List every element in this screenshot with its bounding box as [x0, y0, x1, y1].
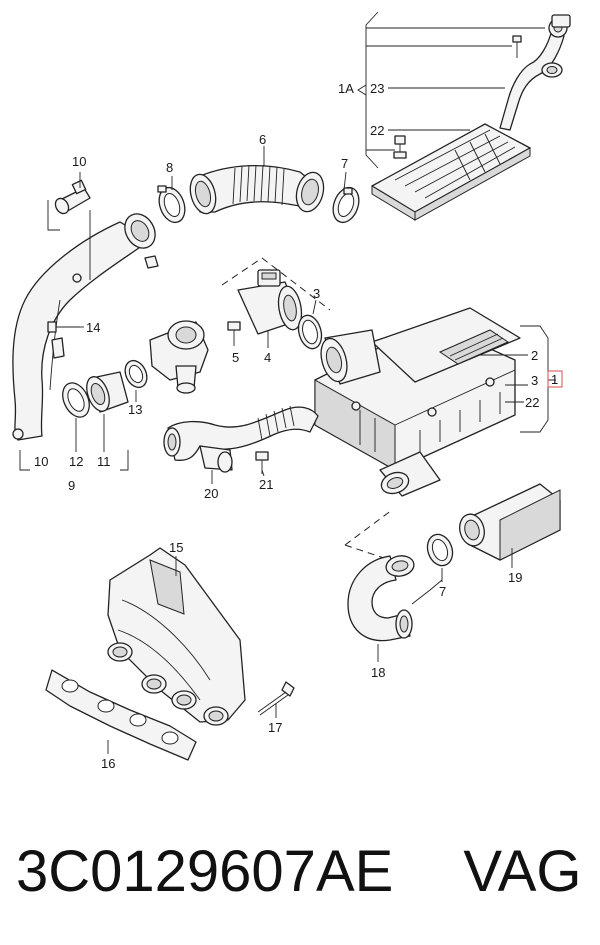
- sleeve-11: [86, 371, 129, 413]
- callout-22-top: 22: [370, 123, 384, 138]
- callout-6: 6: [259, 132, 266, 147]
- callout-4: 4: [264, 350, 271, 365]
- callout-5: 5: [232, 350, 239, 365]
- group-1a: [357, 11, 571, 221]
- sensor-10: [54, 179, 91, 215]
- exhaust-manifold-15: [107, 547, 246, 726]
- clamp-7-top: [332, 186, 360, 224]
- clamp-13: [124, 359, 148, 389]
- callout-16: 16: [101, 756, 115, 771]
- callout-3-top: 3: [313, 286, 320, 301]
- parts-diagram: 1A 23 22 6 10 8 7 3 14 5 4 2 3 1 22 13 1…: [12, 11, 571, 771]
- screw-21: [255, 451, 269, 474]
- bolt-tray: [393, 135, 407, 159]
- callout-17: 17: [268, 720, 282, 735]
- tray-22: [371, 123, 531, 221]
- callout-14: 14: [86, 320, 100, 335]
- callout-1: 1: [551, 372, 558, 387]
- callout-7-bottom: 7: [439, 584, 446, 599]
- callout-10-bottom: 10: [34, 454, 48, 469]
- callout-23: 23: [370, 81, 384, 96]
- air-filter-box-1: [314, 307, 521, 497]
- clamp-12: [62, 382, 90, 418]
- bolt-17: [257, 681, 295, 716]
- callout-11: 11: [97, 454, 111, 469]
- turbo-housing: [149, 320, 209, 394]
- screw-5: [227, 321, 241, 346]
- part-number: 3C0129607AE: [16, 838, 394, 904]
- callout-7-top: 7: [341, 156, 348, 171]
- callout-21: 21: [259, 477, 273, 492]
- callout-10-top: 10: [72, 154, 86, 169]
- clamp-7-bottom: [426, 533, 454, 567]
- callout-18: 18: [371, 665, 385, 680]
- callout-12: 12: [69, 454, 83, 469]
- intake-pipe-20: [163, 405, 319, 473]
- callout-1a: 1A: [338, 81, 354, 96]
- seal-ring-3: [297, 314, 323, 350]
- clamp-8: [157, 185, 186, 224]
- mass-air-flow-4: [237, 269, 303, 335]
- bellows-hose-6: [189, 164, 325, 215]
- callout-22-right: 22: [525, 395, 539, 410]
- callout-9: 9: [68, 478, 75, 493]
- hose-23: [499, 14, 571, 131]
- air-duct-19: [459, 483, 561, 561]
- caption-bar: 3C0129607AE VAG: [16, 826, 596, 916]
- screw-small: [512, 35, 522, 58]
- callout-19: 19: [508, 570, 522, 585]
- highlight-box-1: [547, 370, 563, 388]
- hose-18: [347, 555, 415, 642]
- intake-hose-10: [12, 213, 159, 441]
- brand-name: VAG: [463, 838, 582, 904]
- callout-8: 8: [166, 160, 173, 175]
- manifold-gasket-16: [45, 669, 197, 761]
- callout-2: 2: [531, 348, 538, 363]
- callout-3-right: 3: [531, 373, 538, 388]
- callout-20: 20: [204, 486, 218, 501]
- callout-15: 15: [169, 540, 183, 555]
- callout-13: 13: [128, 402, 142, 417]
